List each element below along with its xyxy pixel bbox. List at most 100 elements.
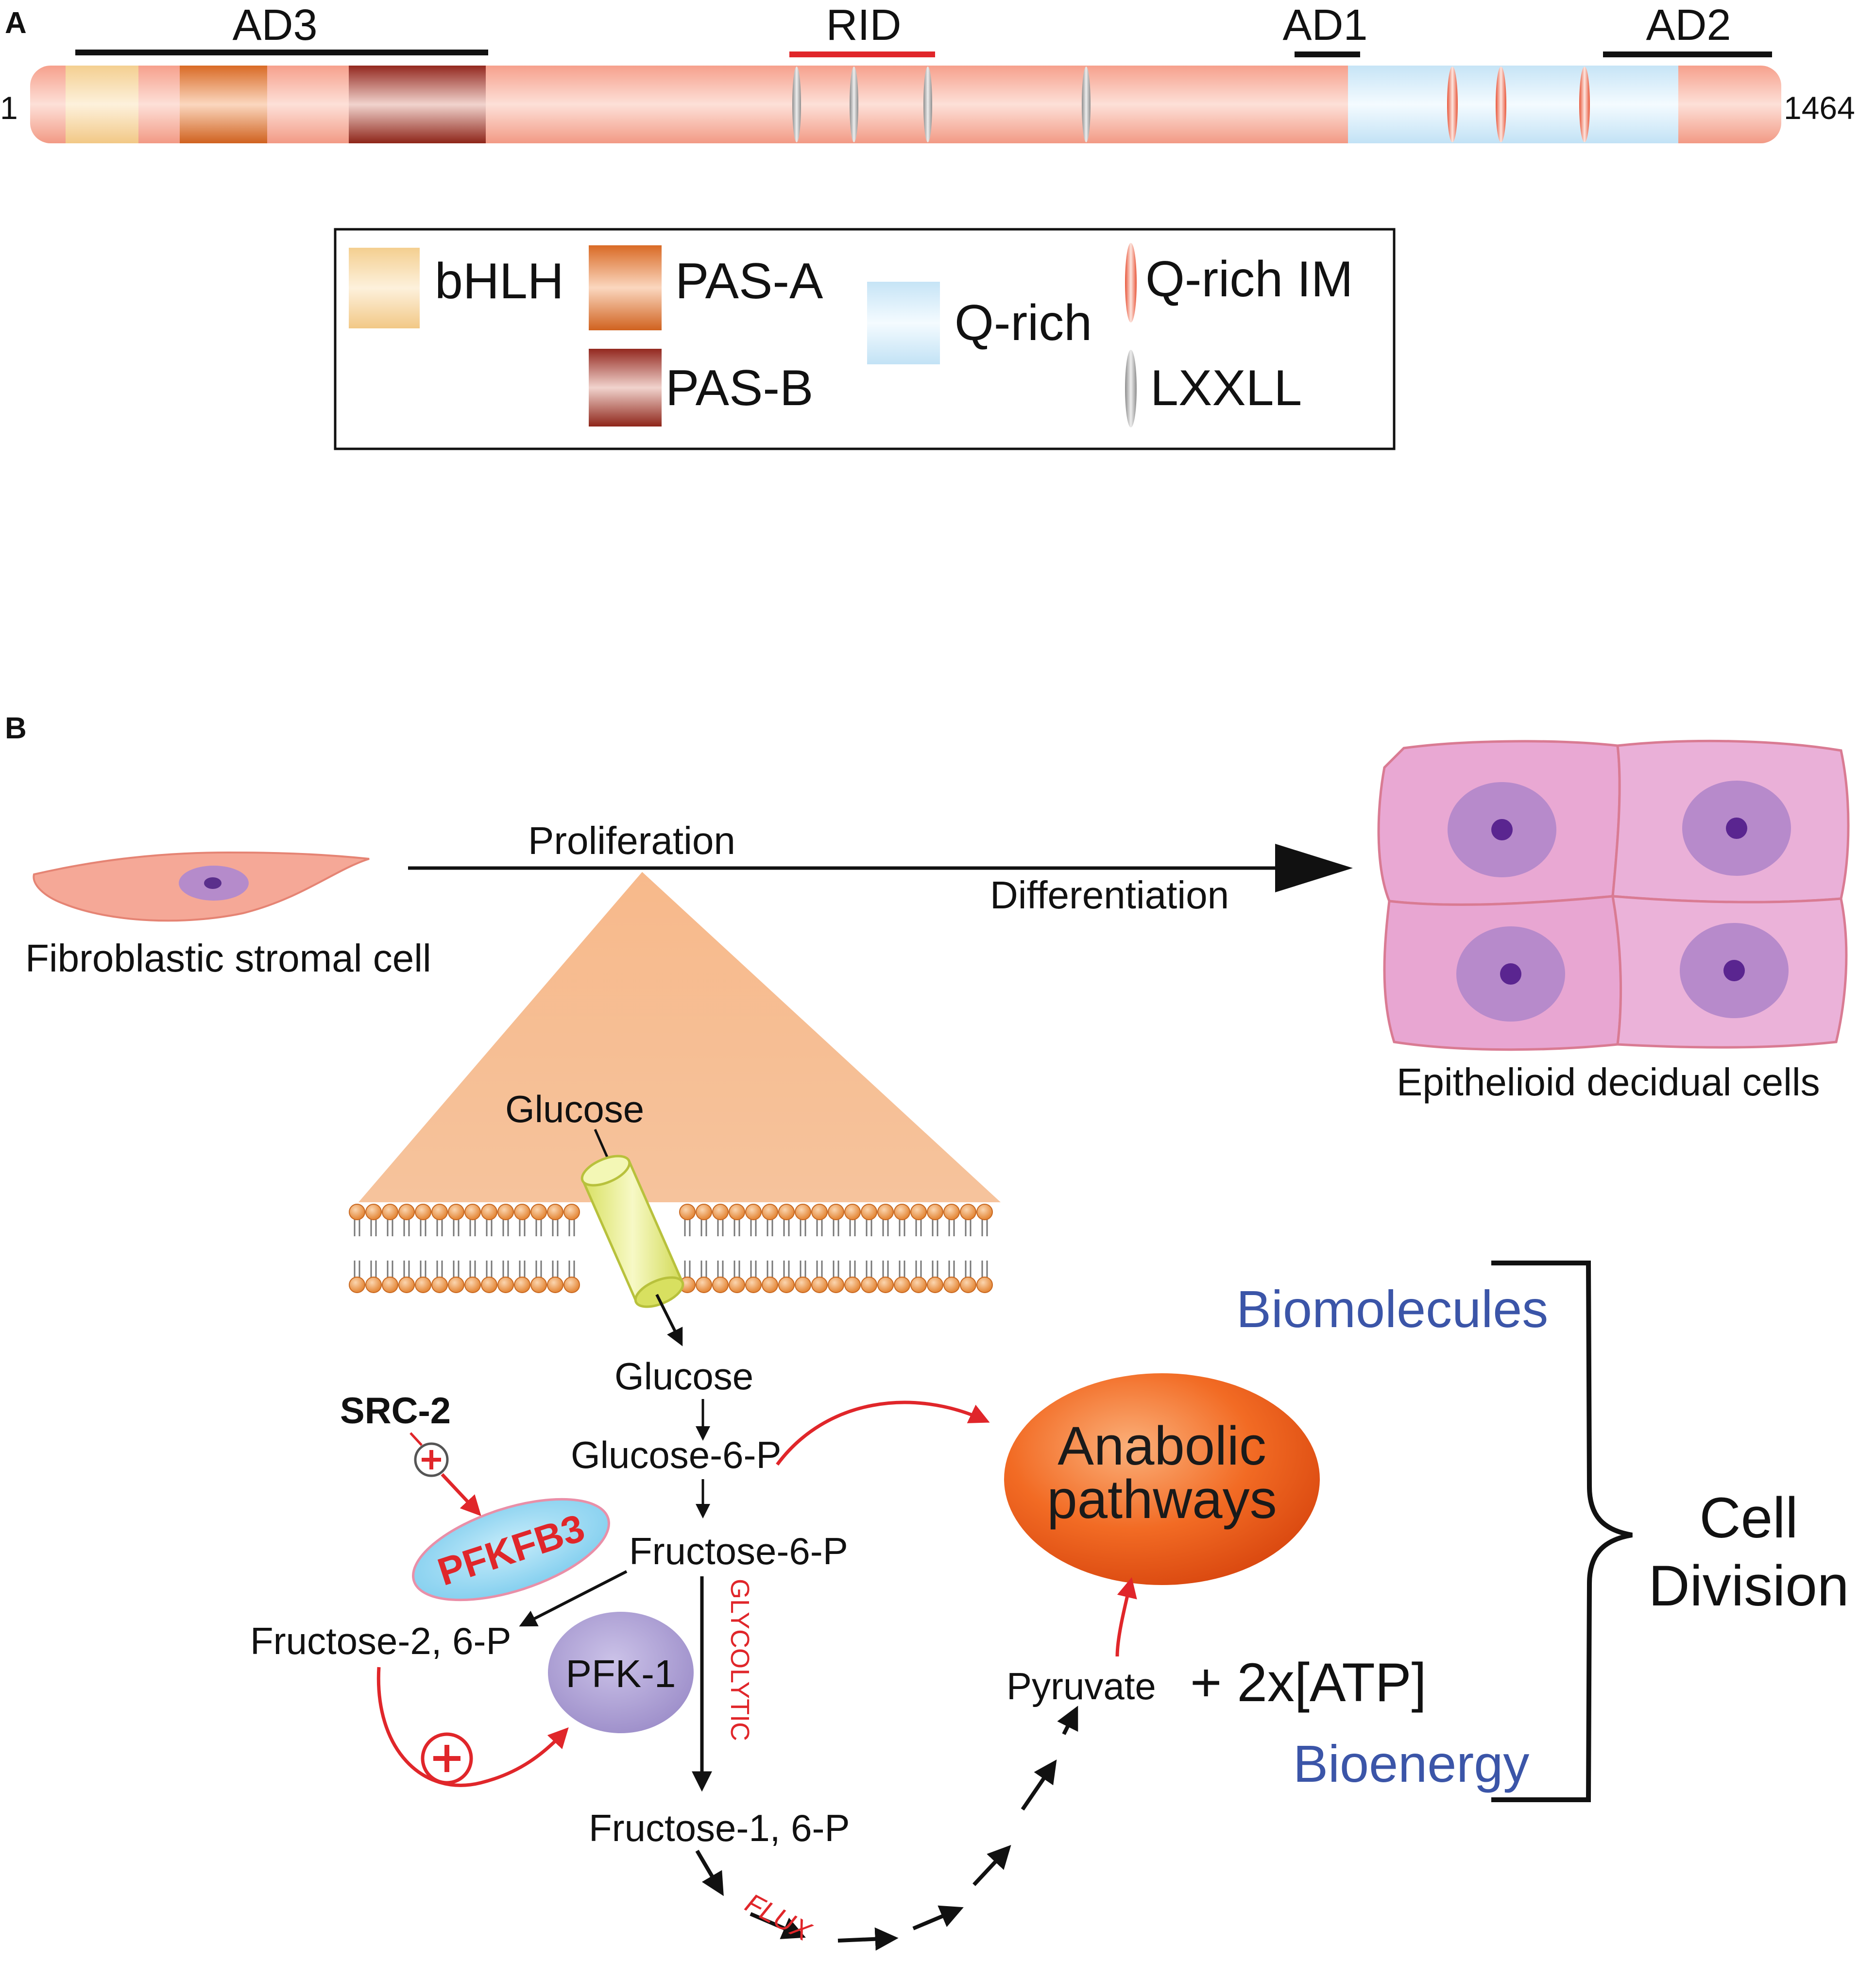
legend-lxxll-label: LXXLL xyxy=(1150,360,1302,416)
legend-q-rich-swatch xyxy=(867,282,940,364)
glucose-inside-label: Glucose xyxy=(614,1355,753,1398)
pfk1-ellipse xyxy=(548,1612,694,1733)
transporter-bottom xyxy=(634,1276,684,1308)
lipid-head xyxy=(729,1204,745,1220)
lipid-head xyxy=(745,1204,762,1220)
lipid-head xyxy=(877,1277,894,1293)
src2-to-pfkfb3-arrow xyxy=(441,1473,481,1517)
legend-box: bHLH PAS-A PAS-B Q-rich Q-rich IM LXXLL xyxy=(334,228,1396,450)
legend-frame xyxy=(334,228,1396,450)
epithelioid-label: Epithelioid decidual cells xyxy=(1397,1060,1820,1104)
differentiation-label: Differentiation xyxy=(990,873,1229,917)
legend-pas-a-label: PAS-A xyxy=(675,253,823,309)
q-rich-im-motif-3 xyxy=(1579,67,1590,142)
fructose-6p-label: Fructose-6-P xyxy=(629,1530,848,1572)
glucose-transporter xyxy=(580,1155,684,1308)
anabolic-label-line2: pathways xyxy=(1047,1469,1277,1530)
legend-lxxll-swatch xyxy=(1125,350,1137,427)
lipid-head xyxy=(861,1204,877,1220)
lipid-head xyxy=(745,1277,762,1293)
lipid-head xyxy=(415,1204,431,1220)
lipid-head xyxy=(828,1277,844,1293)
glucose-outside-label: Glucose xyxy=(505,1088,644,1130)
anabolic-label-line1: Anabolic xyxy=(1057,1416,1266,1476)
lipid-head xyxy=(762,1277,778,1293)
lipid-head xyxy=(795,1277,811,1293)
pas-b-domain xyxy=(349,66,486,143)
pyruvate-label: Pyruvate xyxy=(1006,1665,1156,1707)
lxxll-motif-3 xyxy=(923,67,932,142)
lipid-head xyxy=(464,1204,481,1220)
lipid-head xyxy=(828,1204,844,1220)
flux-arrow-6 xyxy=(1021,1759,1057,1811)
flux-arrow-5 xyxy=(972,1844,1011,1886)
lipid-head xyxy=(464,1277,481,1293)
arrow-f6p-to-f26p xyxy=(519,1570,628,1627)
activation-plus-symbol xyxy=(421,1732,473,1785)
q-rich-im-motif-1 xyxy=(1447,67,1458,142)
src2-activation xyxy=(409,1432,481,1517)
lipid-head xyxy=(365,1277,382,1293)
biomolecules-label: Biomolecules xyxy=(1236,1280,1548,1338)
glycolytic-label: GLYCOLYTIC xyxy=(725,1579,754,1741)
lipid-head xyxy=(795,1204,811,1220)
lipid-head xyxy=(398,1277,415,1293)
proliferation-triangle xyxy=(358,872,1001,1202)
transporter-top xyxy=(580,1155,631,1187)
decidual-nucleolus-4 xyxy=(1723,960,1745,981)
decidual-nucleolus-1 xyxy=(1491,819,1513,840)
lipid-head xyxy=(811,1204,828,1220)
lipid-head xyxy=(976,1277,993,1293)
lipid-head xyxy=(481,1277,497,1293)
anabolic-pathways-ellipse xyxy=(1004,1373,1320,1585)
lipid-head xyxy=(530,1277,547,1293)
lipid-head xyxy=(398,1204,415,1220)
start-position: 1 xyxy=(0,90,18,126)
flux-arrow-1 xyxy=(695,1849,724,1896)
flux-arrow-2 xyxy=(750,1912,806,1939)
lipid-head xyxy=(960,1204,976,1220)
legend-pas-b-label: PAS-B xyxy=(665,360,813,416)
lipid-head xyxy=(729,1277,745,1293)
lipid-head xyxy=(497,1204,514,1220)
lxxll-motif-1 xyxy=(792,67,801,142)
legend-pas-b-swatch xyxy=(589,349,662,427)
lipid-head xyxy=(844,1277,861,1293)
lipid-head xyxy=(861,1277,877,1293)
decidual-cells xyxy=(1377,739,1850,1051)
flux-arrow-7 xyxy=(1057,1706,1078,1735)
lipid-head xyxy=(778,1277,795,1293)
lipid-head xyxy=(431,1277,448,1293)
lipid-head xyxy=(514,1277,530,1293)
lipid-head xyxy=(894,1204,910,1220)
lxxll-motif-2 xyxy=(850,67,858,142)
bioenergy-label: Bioenergy xyxy=(1293,1734,1529,1793)
legend-bhlh-swatch xyxy=(349,248,420,328)
flux-arrow-3 xyxy=(837,1927,899,1951)
lipid-head xyxy=(365,1204,382,1220)
fibroblastic-cell xyxy=(33,851,370,922)
g6p-to-anabolic-arrow xyxy=(776,1400,990,1466)
pfkfb3-ellipse xyxy=(412,1498,610,1602)
fibroblastic-label: Fibroblastic stromal cell xyxy=(25,937,431,980)
proliferation-label: Proliferation xyxy=(528,819,735,862)
src2-label: SRC-2 xyxy=(340,1390,451,1432)
lipid-head xyxy=(894,1277,910,1293)
lipid-head xyxy=(877,1204,894,1220)
lipid-head xyxy=(976,1204,993,1220)
fructose-16p-label: Fructose-1, 6-P xyxy=(589,1807,850,1849)
lipid-head xyxy=(811,1277,828,1293)
legend-pas-a-swatch xyxy=(589,245,662,330)
proliferation-arrowhead xyxy=(1275,844,1353,892)
legend-q-rich-label: Q-rich xyxy=(955,295,1092,351)
protein-bar xyxy=(30,66,1781,143)
end-position: 1464 xyxy=(1784,90,1855,126)
ad1-label: AD1 xyxy=(1282,1,1367,50)
fructose-26p-label: Fructose-2, 6-P xyxy=(250,1620,512,1662)
domain-bars xyxy=(75,50,1772,57)
f26p-activates-pfk1-arrow xyxy=(376,1667,569,1787)
pyruvate-to-anabolic-arrow xyxy=(1115,1577,1137,1657)
lipid-head xyxy=(382,1277,398,1293)
q-rich-domain xyxy=(1348,66,1678,143)
